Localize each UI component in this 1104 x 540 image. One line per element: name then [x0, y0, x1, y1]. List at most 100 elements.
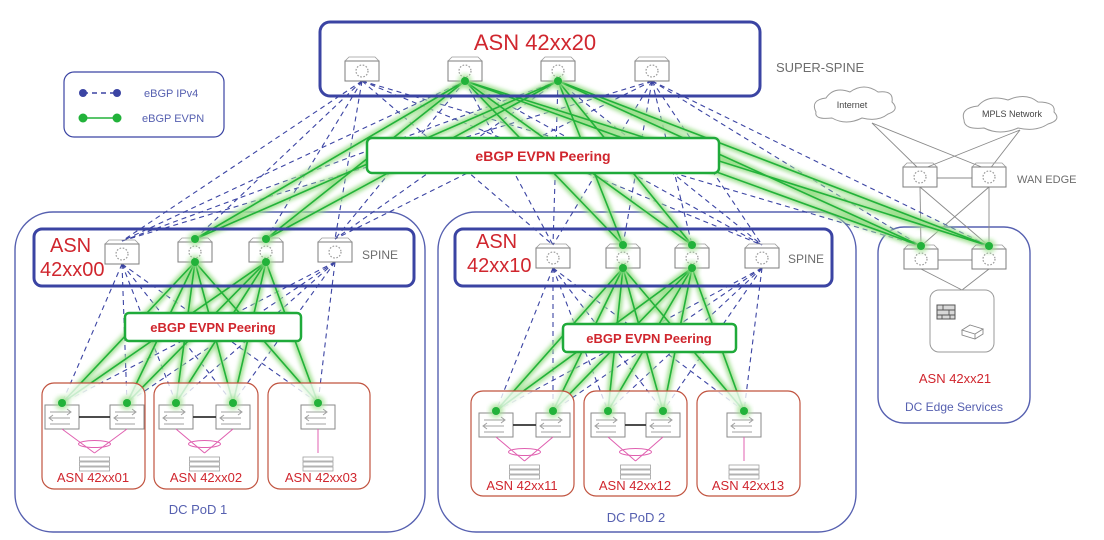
- edge-name: DC Edge Services: [905, 400, 1003, 414]
- wan-link: [919, 186, 922, 247]
- super-spine-box: [318, 20, 762, 98]
- svg-text:eBGP EVPN Peering: eBGP EVPN Peering: [150, 320, 276, 335]
- pod2-leaf-group-2: ASN 42xx12: [583, 390, 688, 497]
- border-to-service-link: [961, 268, 990, 291]
- mpls-cloud: MPLS Network: [962, 96, 1058, 133]
- evpn-endpoint-dot: [172, 399, 180, 407]
- esi-lag-link: [635, 436, 664, 462]
- evpn-endpoint-dot: [549, 407, 557, 415]
- ipv4-link-ss2-p1s1: [121, 80, 466, 242]
- pod1-leaf-group-3: ASN 42xx03: [267, 382, 371, 490]
- ipv4-link-p1s4-p1l5: [317, 261, 336, 404]
- wan-links: [871, 122, 1021, 291]
- wan-router-icon[interactable]: [971, 162, 1007, 188]
- super-spine-role-label: SUPER-SPINE: [776, 60, 864, 75]
- wan-router-icon[interactable]: [902, 162, 938, 188]
- leaf-group-asn: ASN 42xx13: [712, 478, 784, 493]
- evpn-endpoint-dot: [191, 235, 199, 243]
- evpn-endpoint-dot: [191, 258, 199, 266]
- esi-lag-link: [607, 436, 636, 462]
- evpn-endpoint-dot: [604, 407, 612, 415]
- evpn-endpoint-dot: [688, 264, 696, 272]
- evpn-link-ss2-bl2: [464, 80, 990, 247]
- legend-evpn-label: eBGP EVPN: [142, 113, 204, 125]
- evpn-link-ss3-bl1: [557, 80, 922, 247]
- esi-lag-ring: [188, 440, 221, 448]
- ipv4-link-p2s4-p2l5: [743, 267, 763, 412]
- ipv4-link-p2s4-p2l3: [607, 267, 763, 412]
- evpn-endpoint-dot: [58, 399, 66, 407]
- evpn-link-ss2-p1s2: [194, 80, 466, 240]
- ipv4-link-ss2-p2s4: [464, 80, 763, 246]
- legend-evpn-swatch: [78, 113, 122, 123]
- server-icon: [189, 456, 220, 472]
- esi-lag-link: [524, 436, 554, 462]
- core-evpn-peering-label: eBGP EVPN Peering: [365, 136, 721, 175]
- super-spine-switch-icon[interactable]: [344, 56, 380, 82]
- spine-switch-icon[interactable]: [744, 243, 780, 269]
- legend: eBGP IPv4 eBGP EVPN: [63, 71, 225, 138]
- server-icon: [79, 456, 110, 472]
- internet-cloud: Internet: [813, 86, 896, 123]
- pod1-evpn-peering-label: eBGP EVPN Peering: [123, 311, 303, 343]
- svg-text:eBGP EVPN Peering: eBGP EVPN Peering: [475, 148, 610, 164]
- evpn-link-ss2-p1s3: [265, 80, 466, 240]
- leaf-group-asn: ASN 42xx03: [285, 470, 357, 485]
- wan-link: [919, 129, 1021, 171]
- esi-lag-link: [61, 428, 95, 454]
- ipv4-link-ss4-p1s1: [121, 80, 653, 242]
- evpn-endpoint-dot: [688, 241, 696, 249]
- leaf-group-asn: ASN 42xx01: [57, 470, 129, 485]
- evpn-endpoint-dot: [619, 241, 627, 249]
- leaf-group-asn: ASN 42xx11: [486, 478, 557, 493]
- ipv4-link-p1s1-p1l1: [61, 263, 123, 404]
- pod1-container: [14, 211, 426, 533]
- esi-lag-link: [175, 428, 205, 454]
- spine-switch-icon[interactable]: [104, 239, 140, 265]
- edge-services-box: [929, 289, 995, 353]
- pod1-spine-role-label: SPINE: [362, 248, 398, 262]
- border-to-service-link: [920, 268, 963, 291]
- server-icon: [509, 464, 540, 480]
- pod2-spine-asn-line1: ASN: [476, 231, 517, 253]
- evpn-endpoint-dot: [985, 242, 993, 250]
- load-balancer-icon: [960, 324, 985, 340]
- evpn-endpoint-dot: [740, 407, 748, 415]
- evpn-endpoint-dot: [123, 399, 131, 407]
- ipv4-link-ss1-p1s3: [265, 80, 363, 240]
- server-icon: [728, 464, 760, 480]
- legend-ipv4-label: eBGP IPv4: [144, 88, 198, 100]
- wan-link: [871, 122, 921, 171]
- edge-container: [877, 226, 1031, 424]
- esi-lag-link: [204, 428, 234, 454]
- ipv4-link-ss1-p1s1: [121, 80, 363, 242]
- ipv4-link-ss4-p2s4: [651, 80, 763, 246]
- esi-lag-ring: [78, 440, 111, 448]
- pod2-spine-asn-line2: 42xx10: [467, 255, 532, 277]
- ipv4-link-p1s4-p1l2: [126, 261, 336, 404]
- pod2-evpn-peering-label: eBGP EVPN Peering: [561, 322, 738, 354]
- leaf-group-asn: ASN 42xx12: [599, 478, 671, 493]
- spine-switch-icon[interactable]: [317, 237, 353, 263]
- ipv4-link-ss4-bl1: [651, 80, 922, 247]
- pod1-spine-asn-line1: ASN: [50, 235, 91, 257]
- evpn-endpoint-dot: [461, 77, 469, 85]
- pod1-spine-asn-line2: 42xx00: [40, 259, 105, 281]
- esi-lag-ring: [508, 448, 541, 456]
- internet-label: Internet: [837, 100, 868, 110]
- super-spine-switch-icon[interactable]: [634, 56, 670, 82]
- wan-link: [871, 122, 990, 171]
- evpn-endpoint-dot: [554, 77, 562, 85]
- legend-ipv4-swatch: [79, 89, 121, 97]
- pod2-spine-role-label: SPINE: [788, 252, 824, 266]
- evpn-endpoint-dot: [659, 407, 667, 415]
- pod2-name: DC PoD 2: [607, 510, 666, 525]
- spine-switch-icon[interactable]: [535, 243, 571, 269]
- server-icon: [620, 464, 651, 480]
- pod1-name: DC PoD 1: [169, 502, 228, 517]
- evpn-endpoint-dot: [492, 407, 500, 415]
- ipv4-link-ss1-p1s2: [194, 80, 363, 240]
- esi-lag-link: [94, 428, 128, 454]
- leaf-group-asn: ASN 42xx02: [170, 470, 242, 485]
